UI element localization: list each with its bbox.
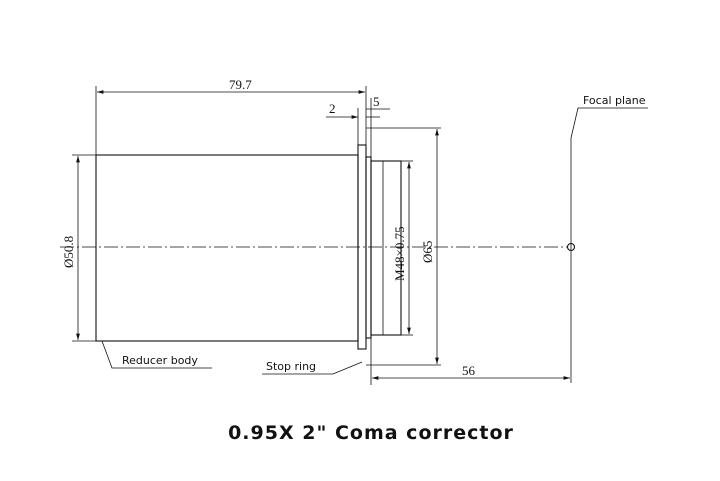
drawing-title: 0.95X 2" Coma corrector [228,422,514,444]
dim-text-stop-ring-width: 2 [329,101,336,116]
stop-ring-leader [262,361,363,375]
dim-text-flange-diameter: Ø65 [420,241,435,263]
focal-plane-label: Focal plane [583,94,646,107]
dim-text-thread: M48×0.75 [392,226,407,281]
dim-text-body-diameter: Ø50.8 [61,236,76,268]
focal-plane-leader [570,107,648,139]
reducer-body-label: Reducer body [122,354,198,367]
dim-text-body-length: 79.7 [229,77,252,92]
dim-text-flange-width: 5 [373,94,380,109]
flange-outline [365,156,372,339]
reducer-body-outline [95,154,359,342]
dim-text-back-focus: 56 [462,363,476,378]
thread-outline [370,160,402,336]
reducer-body-leader [101,340,212,369]
stop-ring-label: Stop ring [266,360,316,373]
